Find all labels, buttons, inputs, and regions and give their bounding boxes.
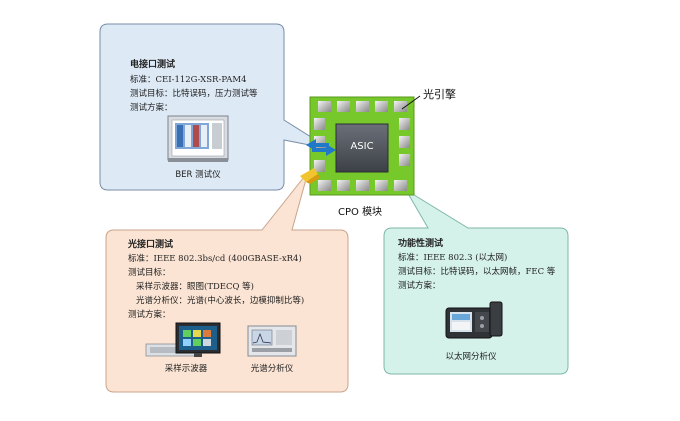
optical-engine-pointer [401, 95, 421, 110]
optical-engine-pad [394, 180, 407, 191]
ber-tester-icon [167, 115, 229, 162]
optical-engine-pads [314, 101, 410, 191]
optical-box-title: 光接口测试 [128, 240, 174, 250]
optical-engine-label: 光引擎 [423, 88, 456, 101]
optical-spectrum-analyzer-caption: 光谱分析仪 [250, 364, 294, 374]
optical-target-text: 测试目标： [128, 268, 171, 278]
functional-standard-text: 标准：IEEE 802.3 (以太网) [398, 253, 508, 263]
sampling-oscilloscope-icon [145, 322, 221, 357]
optical-engine-pad [356, 180, 369, 191]
asic-chip [335, 123, 389, 173]
electrical-standard-text: 标准：CEI-112G-XSR-PAM4 [130, 75, 247, 85]
optical-engine-pad [399, 118, 410, 130]
ethernet-analyzer-caption: 以太网分析仪 [445, 352, 497, 362]
optical-engine-pad [314, 136, 325, 148]
cpo-module-label: CPO 模块 [338, 207, 383, 218]
optical-engine-pad [375, 180, 388, 191]
optical-plan-text: 测试方案： [128, 310, 171, 320]
optical-engine-pad [318, 101, 331, 112]
electrical-plan-text: 测试方案： [130, 103, 173, 113]
electrical-link-arrow-icon [306, 139, 336, 156]
optical-link-mark-icon [300, 168, 320, 184]
sampling-oscilloscope-caption: 采样示波器 [164, 364, 208, 374]
optical-engine-pad [314, 160, 325, 172]
optical-engine-pad [399, 154, 410, 166]
optical-engine-pad [337, 180, 350, 191]
optical-engine-pad [337, 101, 350, 112]
ber-tester-caption: BER 测试仪 [175, 170, 221, 180]
ethernet-analyzer-icon [445, 301, 503, 339]
optical-engine-pad [375, 101, 388, 112]
asic-label: ASIC [350, 141, 374, 152]
functional-plan-text: 测试方案： [398, 281, 441, 291]
electrical-box-title: 电接口测试 [130, 60, 176, 70]
optical-engine-pad [399, 136, 410, 148]
functional-callout-bubble [383, 189, 569, 375]
functional-box-title: 功能性测试 [398, 239, 444, 249]
optical-standard-text: 标准：IEEE 802.3bs/cd (400GBASE-xR4) [128, 254, 302, 264]
optical-engine-pad [314, 118, 325, 130]
electrical-target-text: 测试目标：比特误码，压力测试等 [130, 89, 258, 99]
optical-engine-pad [394, 101, 407, 112]
optical-engine-pad [356, 101, 369, 112]
functional-target-text: 测试目标：比特误码，以太网帧，FEC 等 [398, 267, 556, 277]
optical-spectrum-analyzer-icon [247, 325, 297, 357]
optical-engine-pad [318, 180, 331, 191]
optical-target-item-scope: 采样示波器：眼图(TDECQ 等) [136, 282, 254, 292]
optical-target-item-osa: 光谱分析仪：光谱(中心波长，边模抑制比等) [136, 296, 305, 306]
